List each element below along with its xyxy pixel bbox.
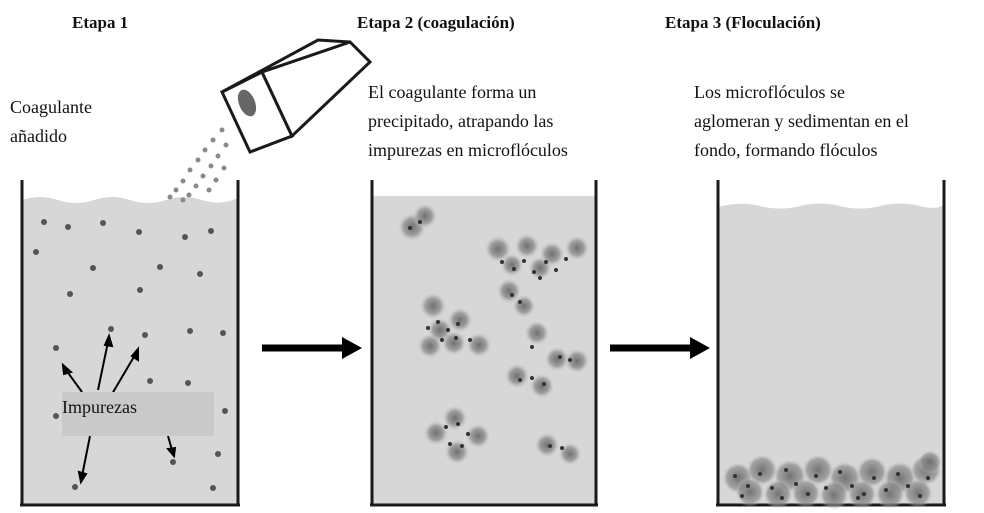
process-arrow-2 xyxy=(610,337,710,359)
coagulant-bottle-icon xyxy=(220,38,373,154)
coagulant-label-line1: Coagulante xyxy=(10,97,92,117)
container-stage1 xyxy=(20,180,240,507)
stage2-description-line1: El coagulante forma un xyxy=(368,82,537,102)
process-arrow-1 xyxy=(262,337,362,359)
stage2-description-line2: precipitado, atrapando las xyxy=(368,111,554,131)
stage2-description: El coagulante forma un precipitado, atra… xyxy=(368,78,568,165)
impurities-label-box xyxy=(62,392,214,436)
microflocs xyxy=(397,203,590,466)
impurities-label: Impurezas xyxy=(62,397,137,417)
stage3-description: Los microflóculos se aglomeran y sedimen… xyxy=(694,78,909,165)
container-stage3 xyxy=(716,180,946,507)
stage3-description-line2: aglomeran y sedimentan en el xyxy=(694,111,909,131)
stage2-title: Etapa 2 (coagulación) xyxy=(357,13,515,32)
impurity-particles xyxy=(33,219,228,491)
stage3-description-line3: fondo, formando flóculos xyxy=(694,140,878,160)
stage2-description-line3: impurezas en microflóculos xyxy=(368,140,568,160)
impurity-arrows xyxy=(61,333,177,485)
coagulant-label-line2: añadido xyxy=(10,126,67,146)
stage3-description-line1: Los microflóculos se xyxy=(694,82,845,102)
stage1-title: Etapa 1 xyxy=(72,13,129,32)
coagulant-label: Coagulante añadido xyxy=(10,93,92,151)
sedimented-flocs xyxy=(722,450,942,510)
stage3-title: Etapa 3 (Floculación) xyxy=(665,13,821,32)
coagulant-stream xyxy=(167,127,229,203)
